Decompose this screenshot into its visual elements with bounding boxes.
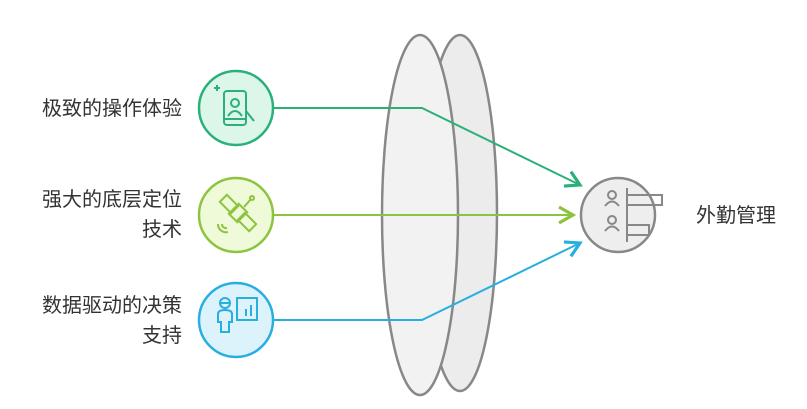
connector-blue	[273, 240, 583, 321]
satellite-icon	[197, 176, 275, 254]
phone-touch-icon	[197, 69, 275, 147]
attendance-chart-icon	[579, 176, 663, 254]
input-label-0: 极致的操作体验	[42, 96, 182, 120]
presentation-icon	[197, 281, 275, 359]
input-label-1: 强大的底层定位技术	[42, 187, 182, 241]
input-label-2: 数据驱动的决策支持	[42, 293, 182, 347]
connector-green	[273, 107, 583, 188]
output-label: 外勤管理	[696, 203, 776, 227]
